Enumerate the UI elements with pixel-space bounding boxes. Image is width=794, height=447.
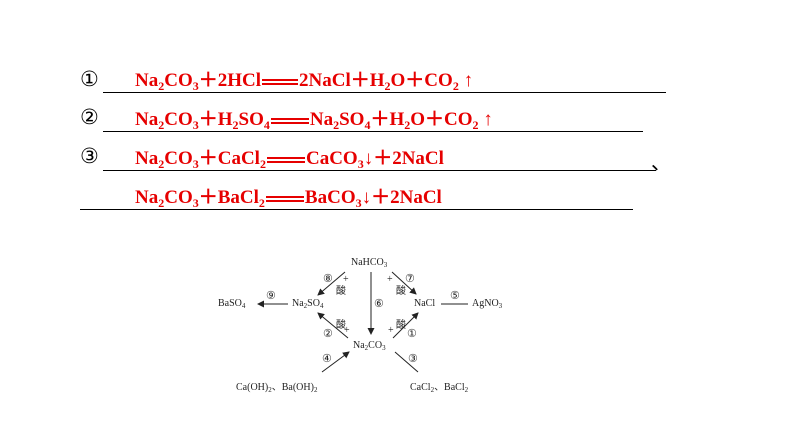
node-nahco3: NaHCO3 <box>351 257 388 269</box>
arrow-7 <box>391 271 417 295</box>
marker-1-diagram: ① <box>407 328 417 340</box>
plus-label-8: + <box>343 274 349 285</box>
node-na2so4: Na2SO4 <box>292 298 324 310</box>
node-agno3: AgNO3 <box>472 298 503 310</box>
line-3 <box>394 351 419 373</box>
separator-mark: 、 <box>651 152 671 174</box>
marker-1: ① <box>80 67 99 91</box>
marker-7: ⑦ <box>405 273 415 285</box>
acid-label-1: 酸 <box>396 320 406 331</box>
marker-4: ④ <box>322 353 332 365</box>
answer-line-4 <box>80 209 633 210</box>
answer-line-2 <box>103 131 643 132</box>
plus-label-2: + <box>344 325 350 336</box>
arrow-8 <box>317 271 346 296</box>
plus-label-7: + <box>387 274 393 285</box>
equals-sign <box>262 78 299 85</box>
equals-sign <box>266 156 305 163</box>
plus-label-1: + <box>388 325 394 336</box>
marker-2: ② <box>80 105 99 129</box>
arrow-2 <box>317 312 349 339</box>
node-na2co3: Na2CO3 <box>353 340 386 352</box>
arrow-1 <box>392 312 419 339</box>
marker-6: ⑥ <box>374 298 384 310</box>
marker-3: ③ <box>80 144 99 168</box>
acid-label-8: 酸 <box>336 286 346 297</box>
marker-8: ⑧ <box>323 273 333 285</box>
node-nacl: NaCl <box>414 298 436 309</box>
node-caoh: Ca(OH)2、Ba(OH)2 <box>236 382 318 394</box>
marker-5: ⑤ <box>450 290 460 302</box>
marker-3-diagram: ③ <box>408 353 418 365</box>
node-cacl: CaCl2、BaCl2 <box>410 382 469 394</box>
equals-sign <box>265 195 304 202</box>
answer-line-3 <box>103 170 656 171</box>
marker-9: ⑨ <box>266 290 276 302</box>
equals-sign <box>270 117 309 124</box>
node-baso4: BaSO4 <box>218 298 246 310</box>
marker-2-diagram: ② <box>323 328 333 340</box>
arrow-4 <box>321 351 350 373</box>
acid-label-7: 酸 <box>396 286 406 297</box>
answer-line-1 <box>103 92 666 93</box>
acid-label-2: 酸 <box>336 320 346 331</box>
